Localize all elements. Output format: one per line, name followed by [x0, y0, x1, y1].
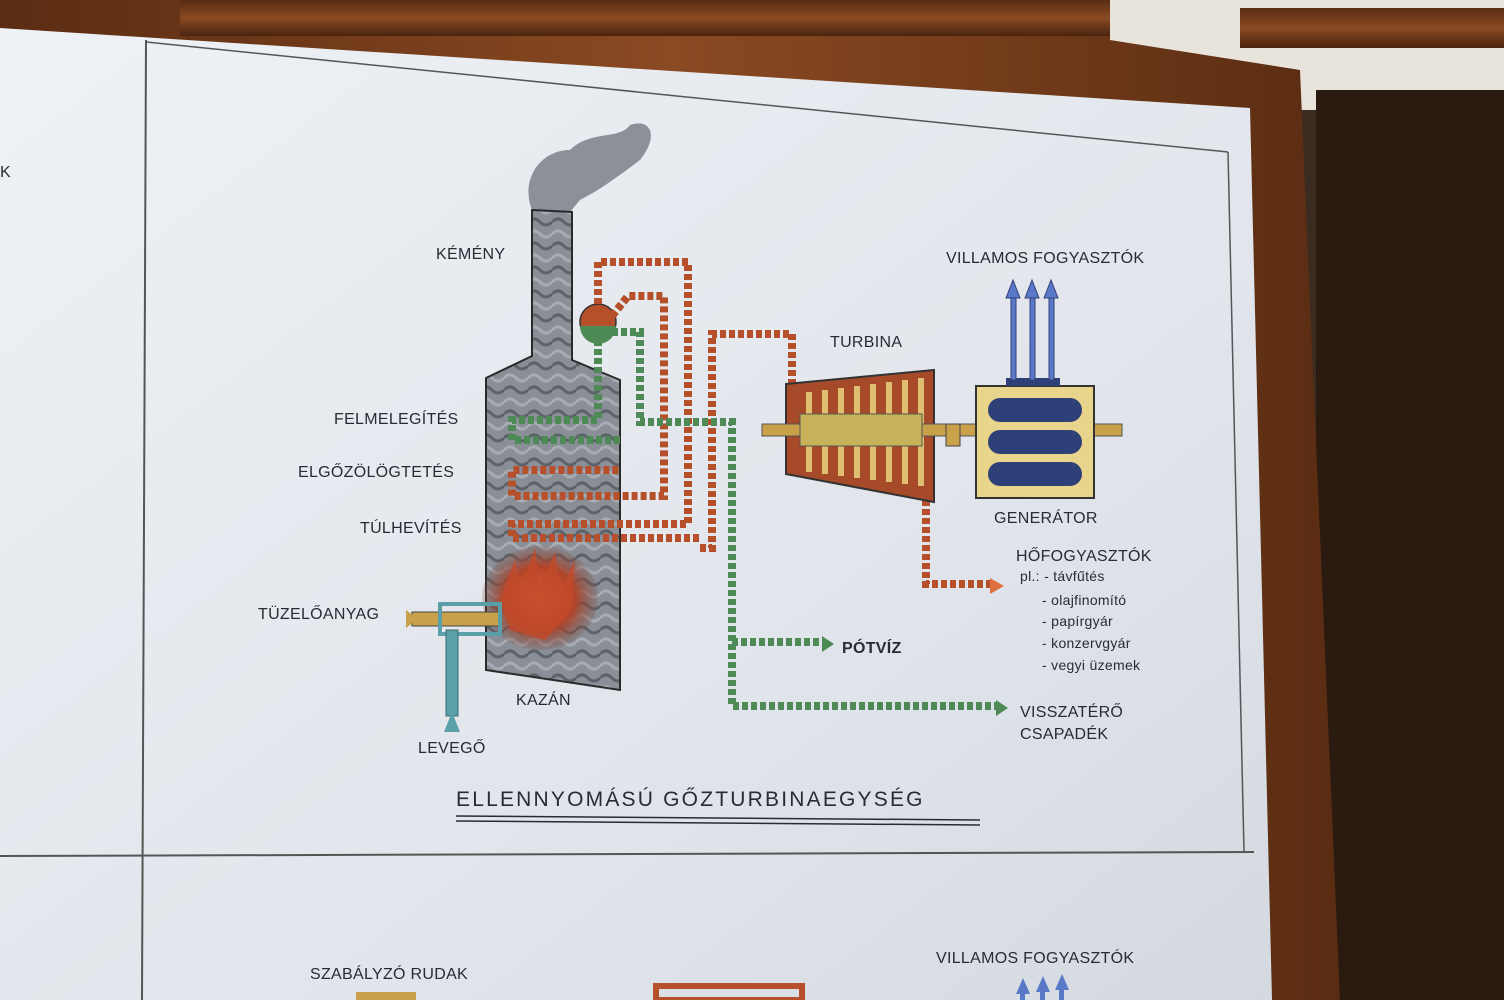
heat-consumer-item-5: - vegyi üzemek: [1042, 657, 1141, 673]
frame-top-bar: [180, 0, 1110, 36]
label-boiler: KAZÁN: [516, 692, 571, 709]
generator-output-bar: [1006, 378, 1060, 386]
title-underline-2: [455, 820, 981, 826]
steam-drum-water: [580, 326, 616, 344]
fuel-inlet-arrow: [406, 610, 418, 628]
board-vertical-line: [141, 39, 147, 1000]
left-edge-glyph: K: [0, 164, 11, 181]
fuel-pipe: [411, 611, 501, 627]
turbine-rotor: [799, 413, 923, 447]
steam-pipes: [508, 258, 990, 588]
generator-coil-3: [988, 462, 1082, 486]
label-lower-electric-consumers: VILLAMOS FOGYASZTÓK: [936, 950, 1135, 967]
lower-reactor-pipe: [653, 983, 805, 1000]
diagram-title: ELLENNYOMÁSÚ GŐZTURBINAEGYSÉG: [456, 788, 925, 811]
lower-electric-arrows: [1016, 974, 1069, 1000]
label-heating: FELMELEGÍTÉS: [334, 411, 459, 428]
label-fuel: TÜZELŐANYAG: [258, 606, 380, 623]
fire-flames: [500, 548, 575, 640]
lower-control-rods: [356, 992, 416, 1000]
makeup-water-arrow: [822, 636, 834, 652]
board-right-line: [1227, 151, 1245, 853]
air-inlet-arrow: [444, 712, 460, 732]
label-chimney: KÉMÉNY: [436, 246, 506, 263]
heat-consumer-item-4: - konzervgyár: [1042, 635, 1131, 651]
label-generator: GENERÁTOR: [994, 510, 1098, 527]
air-box: [438, 602, 502, 636]
label-turbine: TURBINA: [830, 334, 903, 351]
cabinet-door: [1316, 90, 1504, 1000]
board-top-line: [145, 41, 1229, 153]
generator-coil-2: [988, 430, 1082, 454]
cabinet-top-trim: [1240, 8, 1504, 48]
water-pipes: [508, 328, 998, 710]
air-pipe: [445, 629, 459, 717]
heat-consumer-item-1: pl.: - távfűtés: [1020, 568, 1105, 584]
heat-output-arrow: [990, 578, 1004, 594]
wooden-frame: [0, 0, 1340, 1000]
title-underline-1: [455, 815, 981, 821]
label-evaporation: ELGŐZÖLÖGTETÉS: [298, 464, 455, 481]
chimney-smoke: [528, 123, 651, 212]
label-superheating: TÚLHEVÍTÉS: [360, 520, 462, 537]
electric-output-arrows: [1005, 278, 1059, 381]
board-surface: [0, 28, 1272, 1000]
label-lower-control-rods: SZABÁLYZÓ RUDAK: [310, 966, 469, 983]
shaft-coupling: [945, 423, 961, 447]
label-makeup-water: PÓTVÍZ: [842, 640, 902, 657]
board-horizontal-line: [0, 851, 1255, 857]
return-condensate-arrow: [996, 700, 1008, 716]
label-electric-consumers: VILLAMOS FOGYASZTÓK: [946, 250, 1145, 267]
heat-consumer-item-3: - papírgyár: [1042, 613, 1113, 629]
label-heat-consumers: HŐFOGYASZTÓK: [1016, 548, 1152, 565]
label-return-condensate-line2: CSAPADÉK: [1020, 726, 1109, 743]
heat-consumer-item-2: - olajfinomító: [1042, 592, 1127, 608]
label-air: LEVEGŐ: [418, 740, 486, 757]
label-return-condensate-line1: VISSZATÉRŐ: [1020, 704, 1124, 721]
generator-coil-1: [988, 398, 1082, 422]
